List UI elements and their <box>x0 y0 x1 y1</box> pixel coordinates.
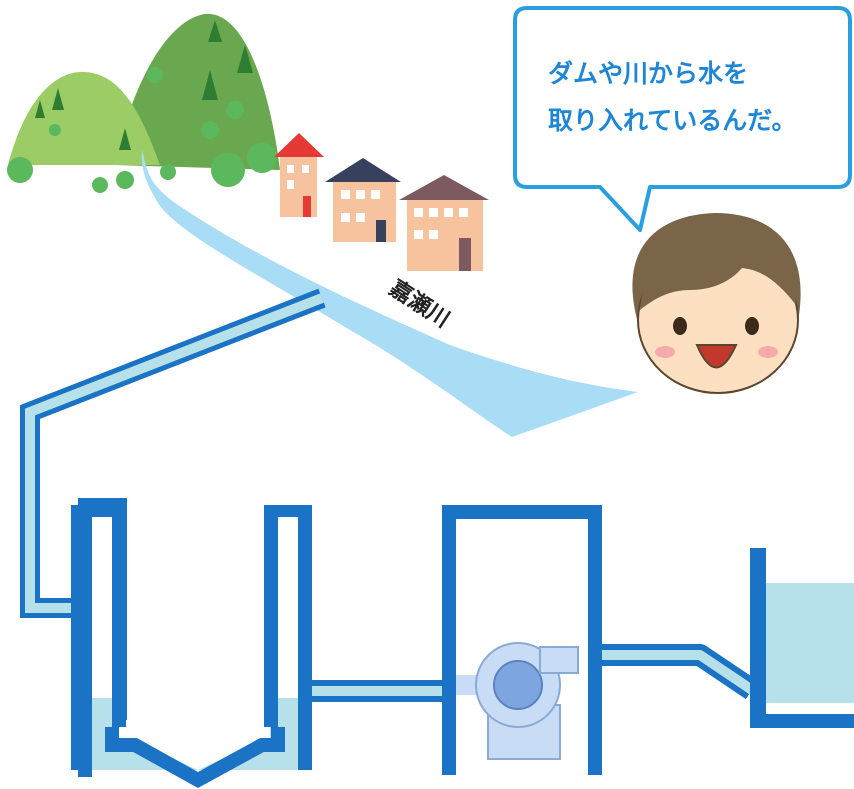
house-navy <box>325 158 401 242</box>
hills <box>7 13 280 193</box>
hill-back <box>115 13 280 171</box>
houses <box>274 133 489 271</box>
basin-bottom <box>78 727 285 788</box>
boy-mouth <box>695 344 738 369</box>
boy-cheek-right <box>758 346 778 358</box>
river <box>141 150 638 437</box>
house-brown <box>399 175 489 271</box>
hill-front <box>8 71 160 165</box>
boy-character <box>632 213 801 394</box>
speech-bubble-line1: ダムや川から水を <box>548 59 748 88</box>
boy-bangs <box>640 232 796 310</box>
speech-bubble-line2: 取り入れているんだ。 <box>548 106 797 135</box>
pump-room <box>442 505 602 775</box>
boy-cheek-left <box>655 346 675 358</box>
house-red <box>274 133 324 217</box>
boy-eye-left <box>673 317 687 335</box>
trees <box>35 20 253 150</box>
pump-inner <box>493 660 543 710</box>
speech-bubble: ダムや川から水を 取り入れているんだ。 <box>513 6 852 232</box>
settling-basin <box>71 498 312 788</box>
boy-eye-right <box>745 317 759 335</box>
reservoir-tank <box>750 548 854 728</box>
round-trees <box>7 67 277 193</box>
connecting-pipe <box>312 680 442 702</box>
